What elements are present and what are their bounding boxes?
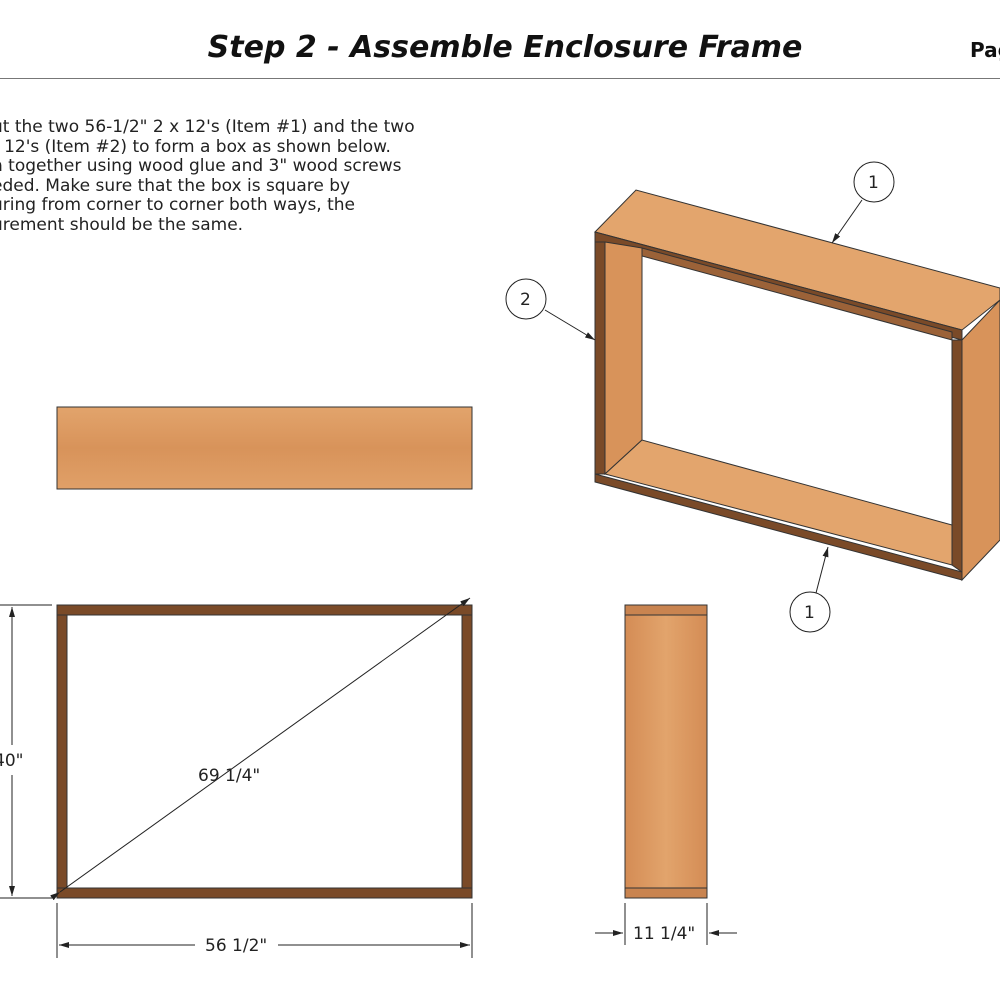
instruction-line: n together using wood glue and 3" wood s…	[0, 156, 402, 176]
svg-text:1: 1	[868, 173, 879, 193]
page-number-label: Pag	[970, 38, 1000, 62]
width-dimension	[56, 903, 473, 958]
callout-item-1-top: 1	[831, 161, 895, 244]
height-dimension	[0, 604, 52, 899]
diagonal-dimension-line	[50, 597, 471, 901]
top-view-board	[56, 406, 473, 490]
page-title: Step 2 - Assemble Enclosure Frame	[207, 30, 803, 65]
instructions-text: ut the two 56-1/2" 2 x 12's (Item #1) an…	[0, 117, 462, 235]
depth-dimension	[595, 903, 737, 945]
instruction-line: uring from corner to corner both ways, t…	[0, 195, 356, 215]
side-view-board	[624, 604, 708, 899]
callout-item-2: 2	[505, 278, 596, 341]
svg-text:1: 1	[804, 603, 815, 623]
instruction-line: t 12's (Item #2) to form a box as shown …	[0, 136, 391, 157]
front-view-frame	[56, 604, 473, 899]
svg-text:2: 2	[520, 290, 531, 310]
width-dimension-label: 56 1/2"	[205, 936, 267, 956]
header-divider	[0, 78, 1000, 79]
instruction-line: eded. Make sure that the box is square b…	[0, 175, 351, 196]
instruction-line: urement should be the same.	[0, 214, 244, 235]
instruction-line: ut the two 56-1/2" 2 x 12's (Item #1) an…	[0, 117, 415, 137]
callout-item-1-bottom: 1	[789, 546, 831, 633]
height-dimension-label: 40"	[0, 751, 23, 771]
isometric-frame	[594, 189, 1000, 582]
diagonal-dimension-label: 69 1/4"	[198, 766, 260, 786]
depth-dimension-label: 11 1/4"	[633, 924, 695, 944]
